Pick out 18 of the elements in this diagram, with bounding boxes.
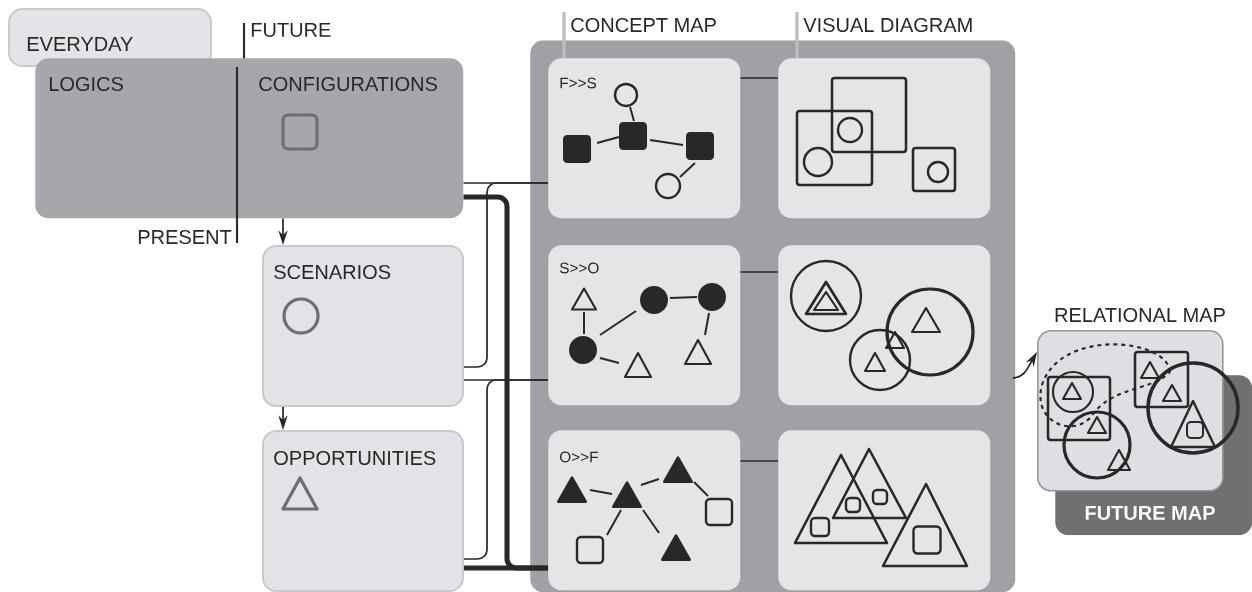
- cell-box: O>>F: [548, 430, 741, 591]
- connector: [463, 182, 549, 368]
- column-heading: CONCEPT MAP: [571, 17, 716, 33]
- cell-box: F>>S: [548, 58, 741, 219]
- process-box: OPPORTUNITIES: [262, 430, 464, 592]
- connector: [739, 271, 779, 273]
- process-box: SCENARIOS: [262, 245, 464, 407]
- cell-box: S>>O: [548, 245, 741, 406]
- connector: [739, 77, 779, 79]
- column-heading: VISUAL DIAGRAM: [803, 17, 972, 33]
- panel: LOGICS CONFIGURATIONS: [35, 58, 464, 219]
- timeline-label: PRESENT: [138, 229, 232, 245]
- timeline-label: FUTURE: [251, 23, 331, 37]
- connector: [739, 460, 779, 462]
- connector: [464, 565, 548, 571]
- connector: [463, 379, 549, 560]
- node-label: LOGICS: [49, 76, 123, 92]
- node-label: CONFIGURATIONS: [259, 76, 437, 92]
